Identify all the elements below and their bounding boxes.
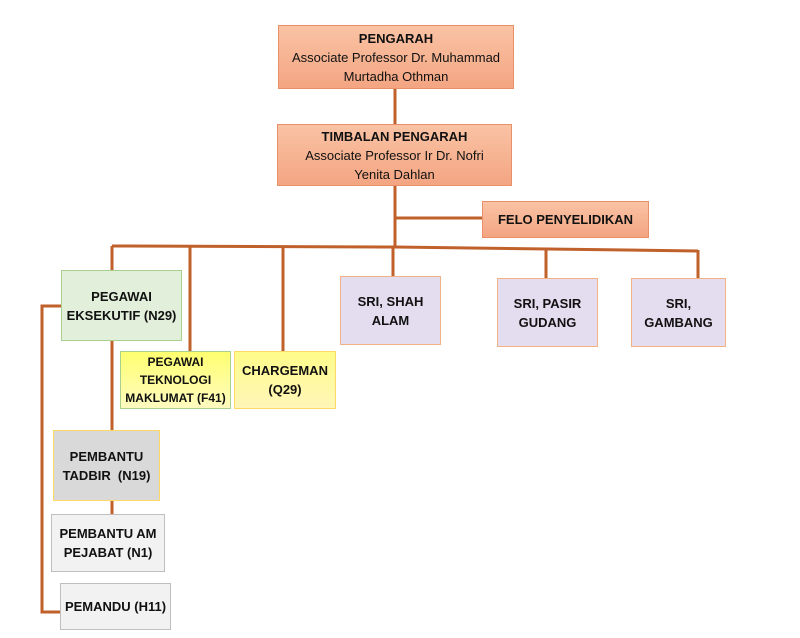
node-label: SRI, PASIR xyxy=(513,295,582,311)
node-felo-penyelidikan: FELO PENYELIDIKAN xyxy=(482,201,649,238)
node-sri-pasir-gudang: SRI, PASIR GUDANG xyxy=(497,278,598,347)
node-title: PENGARAH xyxy=(358,30,434,46)
node-pembantu-am-pejabat: PEMBANTU AM PEJABAT (N1) xyxy=(51,514,165,572)
node-label: CHARGEMAN xyxy=(242,363,328,378)
node-pegawai-teknologi-maklumat: PEGAWAI TEKNOLOGI MAKLUMAT (F41) xyxy=(120,351,231,409)
node-label: MAKLUMAT (F41) xyxy=(125,391,226,405)
node-label: PEJABAT (N1) xyxy=(63,545,153,560)
node-label: PEMBANTU AM xyxy=(59,526,157,541)
node-pegawai-eksekutif: PEGAWAI EKSEKUTIF (N29) xyxy=(61,270,182,341)
connector-pemandu xyxy=(40,304,61,614)
node-timbalan-pengarah: TIMBALAN PENGARAH Associate Professor Ir… xyxy=(277,124,512,186)
node-label: SRI, SHAH xyxy=(357,293,424,309)
node-label: PEMANDU (H11) xyxy=(64,599,167,614)
node-sri-gambang: SRI, GAMBANG xyxy=(631,278,726,347)
node-pemandu: PEMANDU (H11) xyxy=(60,583,171,630)
node-label: PEGAWAI xyxy=(91,288,152,304)
connector-horizontal-bus xyxy=(111,244,699,253)
node-label: PEMBANTU xyxy=(69,448,144,464)
node-pembantu-tadbir: PEMBANTU TADBIR (N19) xyxy=(53,430,160,501)
node-label: SRI, xyxy=(665,295,692,311)
node-label: TEKNOLOGI xyxy=(139,373,212,387)
node-title: FELO PENYELIDIKAN xyxy=(497,212,634,227)
node-label: GUDANG xyxy=(518,314,577,330)
node-label: ALAM xyxy=(371,312,410,328)
node-label: PEGAWAI xyxy=(147,355,204,369)
node-title: TIMBALAN PENGARAH xyxy=(321,128,468,144)
node-pengarah: PENGARAH Associate Professor Dr. Muhamma… xyxy=(278,25,514,89)
node-name: Associate Professor Ir Dr. Nofri xyxy=(305,147,484,163)
node-name: Murtadha Othman xyxy=(343,68,449,84)
node-sri-shah-alam: SRI, SHAH ALAM xyxy=(340,276,441,345)
node-label: TADBIR (N19) xyxy=(62,467,151,483)
node-label: EKSEKUTIF (N29) xyxy=(66,307,177,323)
node-label: GAMBANG xyxy=(644,314,713,330)
node-name: Yenita Dahlan xyxy=(354,166,435,182)
node-label: (Q29) xyxy=(268,382,302,397)
node-chargeman: CHARGEMAN (Q29) xyxy=(234,351,336,409)
node-name: Associate Professor Dr. Muhammad xyxy=(291,49,501,65)
